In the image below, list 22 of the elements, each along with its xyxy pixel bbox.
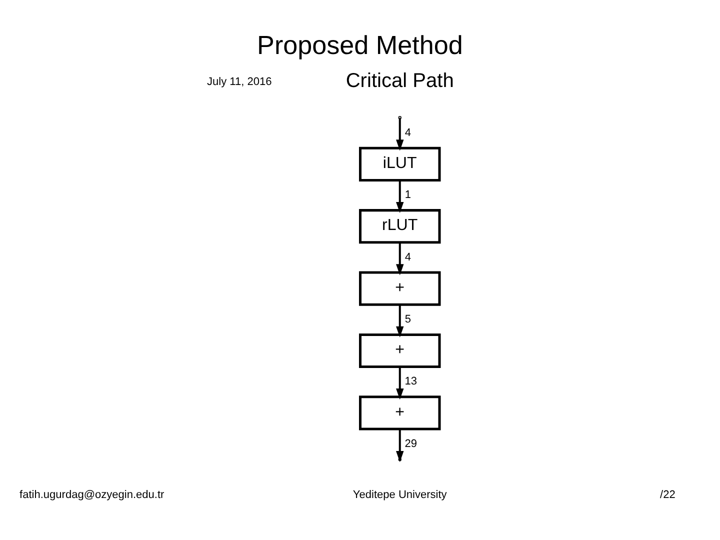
arrow [396, 366, 404, 400]
label: Critical Path [346, 70, 454, 92]
node-box: rLUT [359, 209, 441, 244]
edge-label: 5 [404, 313, 411, 326]
label: fatih.ugurdag@ozyegin.edu.tr [20, 488, 164, 501]
edge-label: 13 [404, 376, 418, 388]
arrow [396, 242, 404, 276]
node-box: + [359, 271, 441, 306]
node-box: + [359, 396, 441, 430]
diagram-title: Proposed Method [257, 30, 463, 60]
node-box: + [359, 333, 441, 368]
arrow [396, 118, 404, 151]
label: July 11, 2016 [207, 76, 272, 88]
edge-label: 29 [404, 438, 418, 450]
label: /22 [660, 488, 676, 501]
label: Yeditepe University [352, 488, 447, 501]
arrow [396, 304, 404, 338]
node-box: iLUT [359, 146, 441, 182]
edge-label: 4 [404, 251, 411, 264]
arrow [396, 180, 404, 213]
edge-label: 1 [404, 189, 411, 202]
edge-label: 4 [404, 126, 411, 139]
